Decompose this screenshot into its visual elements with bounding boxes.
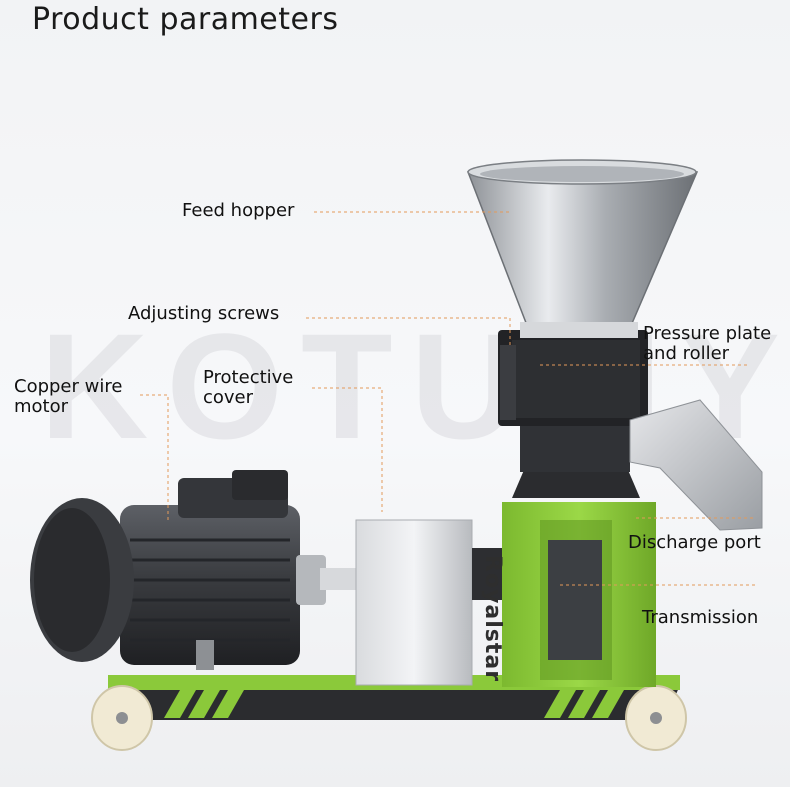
label-copper-motor-line1: Copper wire <box>14 376 123 397</box>
feed-hopper-shape <box>466 159 699 338</box>
label-transmission: Transmission <box>642 607 759 628</box>
label-protective-line1: Protective <box>203 367 294 388</box>
gearbox-body <box>502 502 656 687</box>
leader-lines <box>140 211 756 586</box>
protective-cover-shape <box>355 519 510 686</box>
label-pressure-line1: Pressure plate <box>643 323 772 344</box>
label-protective-line2: cover <box>203 387 254 408</box>
label-feed-hopper: Feed hopper <box>182 200 295 221</box>
brand-logo-text: Royalstar <box>480 555 505 683</box>
label-adjusting-screws: Adjusting screws <box>128 303 280 324</box>
pellet-head <box>498 330 648 498</box>
motor-body <box>30 470 356 670</box>
discharge-chute <box>629 399 763 531</box>
wheel-right <box>625 685 687 751</box>
label-pressure-line2: and roller <box>643 343 730 364</box>
wheel-left <box>91 685 153 751</box>
label-copper-motor-line2: motor <box>14 396 69 417</box>
label-discharge-port: Discharge port <box>628 532 761 553</box>
page-title: Product parameters <box>32 2 339 37</box>
